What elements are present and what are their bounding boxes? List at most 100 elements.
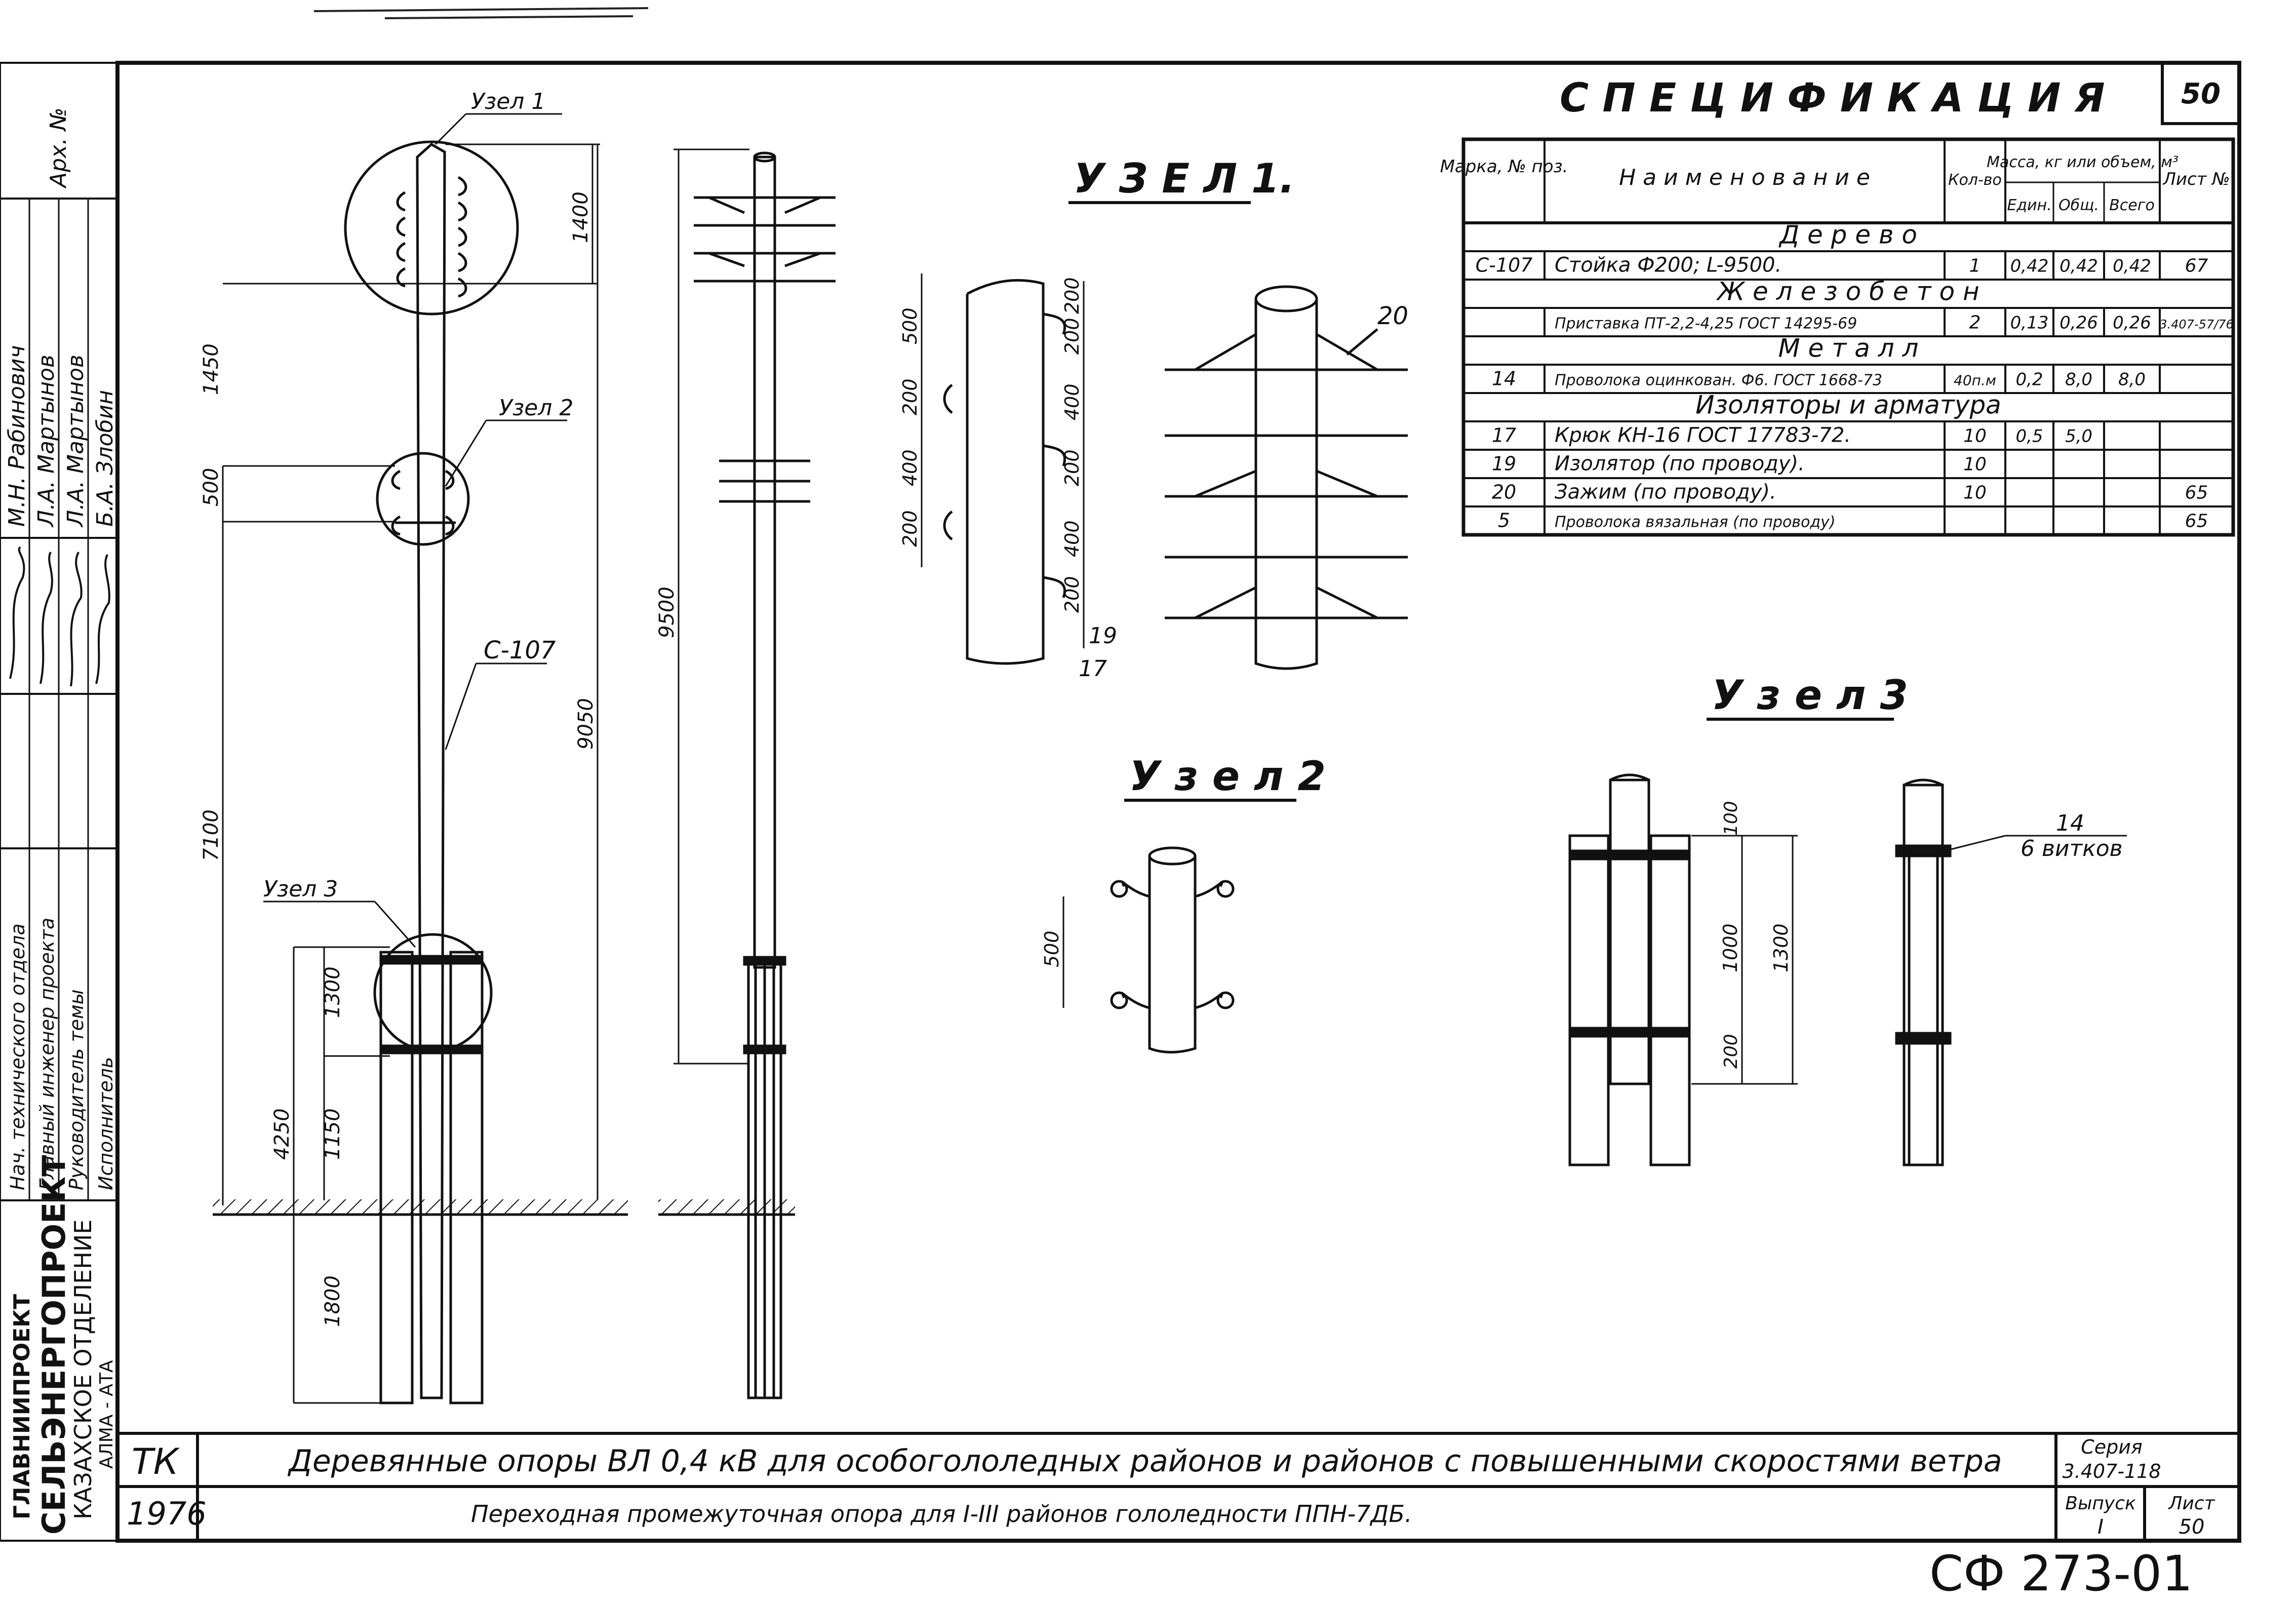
spec-cell-mark: 17: [1492, 424, 1516, 446]
role-4: Исполнитель: [95, 1057, 117, 1190]
spec-cell-name: Проволока вязальная (по проводу): [1555, 513, 1836, 531]
callout-20: 20: [1377, 302, 1408, 330]
spec-cell-mark: 19: [1492, 452, 1516, 475]
node1-dim-r-5: 400: [1061, 520, 1083, 557]
spec-cell-all: 0,42: [2113, 256, 2151, 276]
node2-title: У з е л 2: [1129, 753, 1326, 800]
spec-header-sheet: Лист №: [2162, 169, 2230, 189]
spec-cell-name: Стойка Ф200; L-9500.: [1555, 253, 1782, 277]
dim-9050: 9050: [574, 698, 598, 750]
node1-title: У З Е Л 1.: [1074, 155, 1295, 202]
spec-cell-sheet: 3.407-57/76: [2159, 317, 2234, 331]
dim-1150: 1150: [321, 1108, 344, 1160]
spec-cell-all: 0,26: [2113, 312, 2151, 333]
spec-cell-unit: 0,13: [2010, 312, 2049, 333]
tb-issue-label: Выпуск: [2065, 1493, 2136, 1514]
spec-cell-qty: 1: [1969, 255, 1981, 276]
node1-dim-l-2: 200: [899, 378, 921, 415]
spec-cell-mark: 20: [1492, 481, 1516, 503]
node1-dim-r-2: 200: [1061, 318, 1083, 355]
node3-dimensions: [1691, 835, 2127, 1085]
spec-section: Д е р е в о: [1778, 220, 1917, 249]
pole-side-view: [213, 140, 628, 1404]
org-line1: ГЛАВНИИПРОЕКТ: [9, 1294, 35, 1519]
role-1: Нач. технического отдела: [7, 923, 29, 1190]
node1-drawing: [943, 279, 1408, 670]
spec-cell-unit: 0,42: [2010, 256, 2049, 276]
callout-uzel3: Узел 3: [263, 876, 338, 902]
spec-header-total: Общ.: [2059, 197, 2099, 214]
callout-c107: С-107: [484, 636, 556, 665]
spec-header-all: Всего: [2109, 197, 2155, 214]
spec-section: Изоляторы и арматура: [1695, 390, 2001, 419]
node3-drawing: [1568, 773, 1952, 1166]
pole1-callouts: [263, 113, 567, 948]
node1-dim-l-1: 500: [899, 307, 921, 344]
role-2: Главный инженер проекта: [36, 918, 58, 1190]
spec-cell-name: Крюк КН-16 ГОСТ 17783-72.: [1555, 423, 1851, 447]
pole2-dimensions: [674, 148, 749, 1065]
spec-header-mark: Марка, № поз.: [1440, 157, 1568, 177]
callout-14: 14: [2056, 810, 2084, 836]
spec-cell-name: Зажим (по проводу).: [1555, 480, 1776, 503]
spec-section: М е т а л л: [1778, 333, 1918, 363]
name-2: Л.А. Мартынов: [33, 355, 59, 528]
spec-header-name: Н а и м е н о в а н и е: [1619, 165, 1870, 190]
spec-cell-name: Приставка ПТ-2,2-4,25 ГОСТ 14295-69: [1555, 315, 1857, 332]
title-block: [117, 1432, 2239, 1541]
spec-cell-sheet: 65: [2185, 511, 2208, 531]
name-1: М.Н. Рабинович: [4, 345, 30, 527]
pole-front-view: [658, 151, 836, 1399]
tb-year: 1976: [127, 1495, 207, 1532]
spec-cell-mark: С-107: [1476, 254, 1533, 276]
dim-500: 500: [200, 468, 223, 506]
spec-cell-sheet: 67: [2185, 255, 2208, 276]
name-4: Б.А. Злобин: [92, 390, 118, 527]
node3-dim-1000: 1000: [1719, 923, 1741, 972]
node2-dim-500: 500: [1041, 930, 1063, 967]
org-line3: КАЗАХСКОЕ ОТДЕЛЕНИЕ: [69, 1220, 97, 1519]
spec-cell-qty: 10: [1963, 482, 1987, 503]
callout-17: 17: [1079, 656, 1107, 682]
node3-dim-100: 100: [1721, 801, 1741, 836]
sheet-number-top: 50: [2181, 77, 2221, 110]
signature-scribbles: [9, 546, 110, 687]
spec-header-qty: Кол-во: [1948, 171, 2002, 189]
spec-cell-mark: 14: [1492, 367, 1516, 389]
top-edge-marks: [313, 7, 649, 19]
spec-header-mass: Масса, кг или объем, м³: [1987, 153, 2179, 171]
tb-series-value: 3.407-118: [2062, 1460, 2161, 1482]
dim-1450: 1450: [200, 343, 223, 395]
node3-title: У з е л 3: [1712, 672, 1908, 719]
pole1-dimensions: [222, 143, 600, 1404]
dim-1300: 1300: [321, 966, 344, 1018]
spec-cell-qty: 2: [1969, 312, 1981, 333]
node1-dim-r-3: 400: [1061, 383, 1083, 420]
tb-sheet-label: Лист: [2167, 1493, 2215, 1514]
spec-cell-name: Проволока оцинкован. Ф6. ГОСТ 1668-73: [1555, 371, 1882, 389]
name-3: Л.А. Мартынов: [63, 355, 89, 528]
org-line2: СЕЛЬЭНЕРГОПРОЕКТ: [35, 1155, 72, 1535]
org-line4: АЛМА - АТА: [96, 1360, 117, 1469]
node1-dim-r-1: 200: [1061, 277, 1083, 314]
node1-dim-r-6: 200: [1061, 576, 1083, 613]
spec-title: С П Е Ц И Ф И К А Ц И Я: [1560, 75, 2105, 121]
node1-dim-l-3: 400: [899, 449, 921, 486]
spec-header-unit: Един.: [2007, 197, 2051, 214]
spec-cell-name: Изолятор (по проводу).: [1555, 452, 1805, 475]
node1-dim-l-4: 200: [899, 510, 921, 547]
spec-cell-mark: 5: [1498, 509, 1510, 531]
tb-subtitle: Переходная промежуточная опора для I-III…: [471, 1500, 1412, 1528]
specification-table: Марка, № поз. Н а и м е н о в а н и е Кол-…: [1440, 137, 2235, 537]
callout-uzel2: Узел 2: [499, 395, 573, 421]
spec-cell-total: 5,0: [2065, 426, 2092, 446]
sheet-number-box: 50: [2161, 61, 2241, 125]
spec-cell-total: 0,42: [2060, 256, 2098, 276]
spec-cell-total: 8,0: [2065, 369, 2092, 389]
arch-label: Арх. №: [46, 107, 71, 189]
node3-dim-200: 200: [1721, 1034, 1741, 1069]
dim-1400: 1400: [569, 191, 592, 243]
callout-turns: 6 витков: [2021, 836, 2123, 862]
sheet-frame: [0, 61, 2241, 1543]
callout-uzel1: Узел 1: [471, 89, 545, 114]
